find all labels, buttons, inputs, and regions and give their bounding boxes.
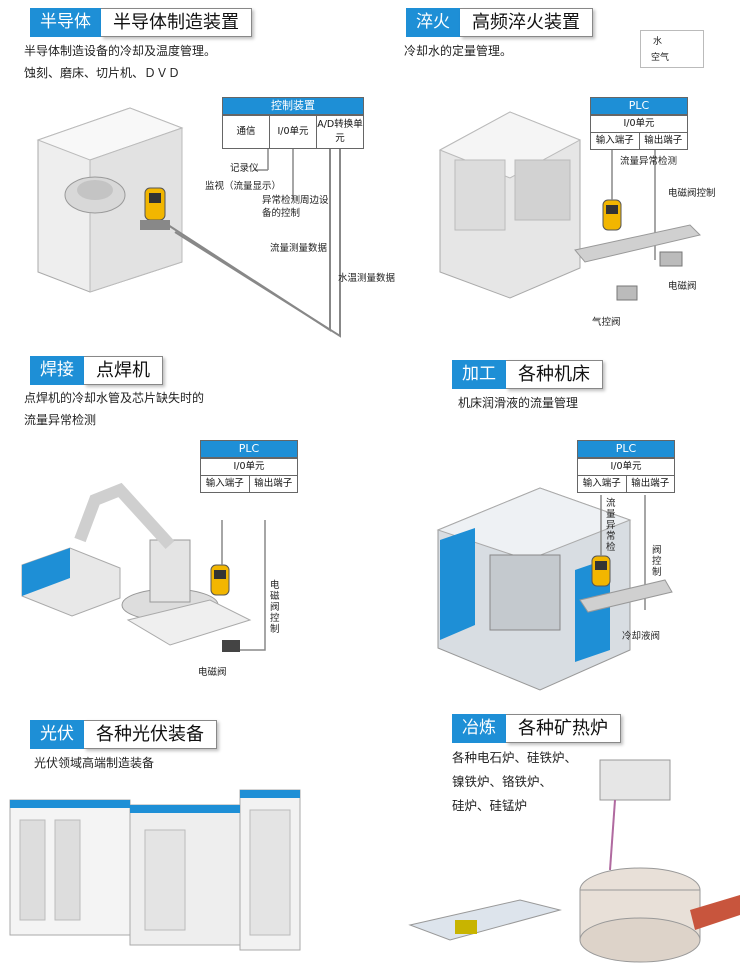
section-description: 各种电石炉、硅铁炉、 镍铁炉、铬铁炉、 硅炉、硅锰炉 [452,750,578,813]
flow-sensor-icon [210,564,230,596]
flow-sensor-icon [602,199,622,231]
category-tag: 半导体 [30,8,101,37]
pv-section-header: 光伏 各种光伏装备 [30,720,217,749]
flow-label: 异常检测周边设备的控制 [262,195,329,219]
flow-label: 水温测量数据 [338,273,396,284]
quench-machine-illustration [438,111,582,299]
section-title: 点焊机 [84,356,163,385]
plc-block: PLC I/0单元 输入端子 输出端子 [590,97,688,150]
flow-sensor-icon [140,187,170,230]
flow-label: 流量异常检测 [620,156,678,167]
control-device-block: 控制装置 通信 I/0单元 A/D转换单元 [222,97,364,149]
flow-label: 监视（流量显示） [205,181,282,192]
quench-section-header: 淬火 高频淬火装置 [406,8,593,37]
machining-section-header: 加工 各种机床 [452,360,603,389]
welding-robot-illustration [21,482,252,646]
section-description: 机床润滑液的流量管理 [458,396,579,410]
category-tag: 加工 [452,360,506,389]
flow-label: 电磁阀 [668,281,697,292]
smelting-section-header: 冶炼 各种矿热炉 [452,714,621,743]
flow-label: 冷却液阀 [622,631,661,642]
section-title: 各种光伏装备 [84,720,217,749]
category-tag: 光伏 [30,720,84,749]
flow-label: 气控阀 [592,317,621,328]
section-description: 光伏领域高端制造装备 [34,756,155,770]
category-tag: 焊接 [30,356,84,385]
flow-label: 电磁阀控制 [270,580,280,635]
legend-water: 水 [653,37,663,47]
section-description: 冷却水的定量管理。 [404,44,513,58]
flow-label: 记录仪 [230,163,259,174]
section-description: 点焊机的冷却水管及芯片缺失时的 流量异常检测 [24,391,205,427]
furnace-illustration [408,759,740,963]
flow-label: 阀控制 [652,545,662,578]
flow-sensor-icon [591,555,611,587]
flow-label: 流量测量数据 [270,243,328,254]
flow-label: 流量异常检 [606,498,616,553]
legend: 水 空气 [640,30,704,68]
semiconductor-machine-illustration [36,107,184,293]
section-title: 各种机床 [506,360,603,389]
section-title: 各种矿热炉 [506,714,621,743]
section-description: 半导体制造设备的冷却及温度管理。 蚀刻、磨床、切片机、ＤＶＤ [24,44,217,80]
semiconductor-section-header: 半导体 半导体制造装置 [30,8,252,37]
flow-label: 电磁阀控制 [668,188,716,199]
category-tag: 淬火 [406,8,460,37]
pv-equipment-illustration [9,789,301,951]
section-title: 半导体制造装置 [101,8,252,37]
section-title: 高频淬火装置 [460,8,593,37]
machine-tool-illustration [436,487,632,691]
category-tag: 冶炼 [452,714,506,743]
plc-block: PLC I/0单元 输入端子 输出端子 [200,440,298,493]
legend-air: 空气 [651,53,670,63]
plc-block: PLC I/0单元 输入端子 输出端子 [577,440,675,493]
flow-label: 电磁阀 [198,667,227,678]
welding-section-header: 焊接 点焊机 [30,356,163,385]
